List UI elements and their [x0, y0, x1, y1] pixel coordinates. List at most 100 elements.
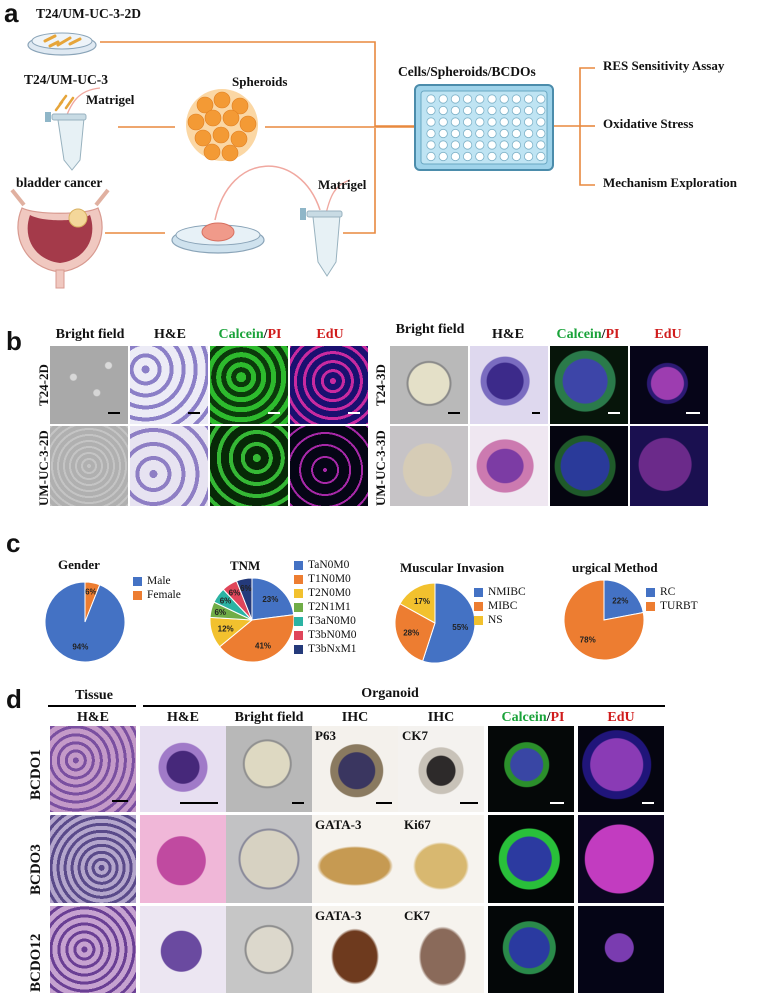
d-bcdo1-edu — [578, 726, 664, 812]
legend-item: TaN0M0 — [294, 559, 357, 571]
b-umuc3-2d-bright — [50, 426, 128, 506]
d-header-bright: Bright field — [234, 710, 304, 725]
pie-data-label: 22% — [612, 596, 628, 605]
b-umuc3-3d-calcein — [550, 426, 628, 506]
b-t24-3d-edu — [630, 346, 708, 424]
d-bcdo1-ihc-1: P63 — [312, 726, 398, 812]
ihc-marker-label: Ki67 — [404, 817, 431, 832]
d-bcdo3-ihc-2: Ki67 — [398, 815, 484, 903]
pie-surgical-title: urgical Method — [572, 560, 658, 575]
b-umuc3-2d-he — [130, 426, 208, 506]
pie-data-label: 17% — [414, 597, 430, 606]
label-spheroids: Spheroids — [232, 74, 288, 89]
label-plate-title: Cells/Spheroids/BCDOs — [398, 64, 536, 79]
pie-tnm-title: TNM — [230, 558, 261, 573]
petri-dish-tissue-icon — [171, 222, 265, 254]
pie-data-label: 12% — [218, 625, 234, 634]
d-bcdo12-ihc-1: GATA-3 — [312, 906, 398, 993]
b-t24-3d-bright — [390, 346, 468, 424]
outcome-mechanism: Mechanism Exploration — [603, 175, 737, 190]
d-bcdo3-ihc-1: GATA-3 — [312, 815, 398, 903]
pie-slice — [399, 582, 436, 624]
d-tissue-underline — [48, 705, 136, 707]
pie-0: 6% 94% — [44, 581, 126, 663]
pie-slice — [422, 582, 476, 664]
line-tube2-to-plate — [343, 128, 376, 234]
d-header-he-tissue: H&E — [77, 710, 109, 725]
d-bcdo3-he — [140, 815, 226, 903]
legend-item: T2N0M0 — [294, 587, 357, 599]
b-umuc3-3d-bright — [390, 426, 468, 506]
legend-gender: Male Female — [133, 575, 181, 603]
d-bcdo1-calcein — [488, 726, 574, 812]
pie-data-label: 55% — [452, 623, 468, 632]
pie-data-label: 6% — [214, 608, 226, 617]
bladder-icon — [10, 188, 110, 289]
pi-label: PI — [267, 327, 282, 342]
legend-item: NMIBC — [474, 586, 526, 598]
b-t24-2d-bright — [50, 346, 128, 424]
d-header-organoid: Organoid — [361, 686, 419, 701]
d-row-label-bcdo3: BCDO3 — [28, 844, 44, 895]
d-bcdo12-tissue-he — [50, 906, 136, 993]
pie-1: 23%41%12%6%6%6%6% — [209, 577, 295, 663]
d-header-ihc-2: IHC — [427, 710, 455, 725]
d-row-label-bcdo12: BCDO12 — [28, 933, 44, 992]
d-bcdo3-edu — [578, 815, 664, 903]
b-t24-2d-edu — [290, 346, 368, 424]
cell-sparks-icon — [54, 94, 75, 112]
b-right-header-bright: Bright field — [395, 322, 465, 337]
pie-data-label: 6% — [85, 587, 97, 596]
b-left-header-he: H&E — [154, 327, 186, 342]
d-header-he-organoid: H&E — [167, 710, 199, 725]
label-matrigel-1: Matrigel — [86, 92, 135, 107]
d-bcdo12-bright — [226, 906, 312, 993]
b-left-header-calcein-pi: Calcein/PI — [218, 327, 282, 342]
label-t24-2d: T24/UM-UC-3-2D — [36, 6, 141, 21]
b-t24-2d-calcein — [210, 346, 288, 424]
d-bcdo3-tissue-he — [50, 815, 136, 903]
b-t24-2d-he — [130, 346, 208, 424]
pie-charts: 6%94%23%41%12%6%6%6%6%55%28%17%22%78% — [44, 577, 645, 664]
d-bcdo3-calcein — [488, 815, 574, 903]
b-row-label-t24-3d: T24-3D — [373, 364, 388, 406]
outcome-res-sensitivity: RES Sensitivity Assay — [603, 58, 725, 73]
tube-1-icon — [45, 112, 87, 171]
b-umuc3-2d-calcein — [210, 426, 288, 506]
d-bcdo12-edu — [578, 906, 664, 993]
d-header-ihc-1: IHC — [341, 710, 369, 725]
legend-muscular: NMIBC MIBC NS — [474, 586, 526, 628]
b-umuc3-3d-he — [470, 426, 548, 506]
ihc-marker-label: CK7 — [404, 908, 430, 923]
b-right-header-edu: EdU — [654, 327, 682, 342]
ihc-marker-label: P63 — [315, 728, 336, 743]
pie-slice — [603, 579, 644, 621]
pie-gender-title: Gender — [58, 557, 100, 572]
d-bcdo1-bright — [226, 726, 312, 812]
pie-data-label: 6% — [229, 588, 241, 597]
ihc-marker-label: GATA-3 — [315, 908, 362, 923]
panel-b-letter: b — [6, 326, 22, 356]
pie-2: 55%28%17% — [394, 582, 476, 664]
outcome-oxidative-stress: Oxidative Stress — [603, 116, 694, 131]
pie-slice — [235, 577, 253, 621]
pie-3: 22%78% — [563, 579, 645, 661]
legend-item: Male — [133, 575, 181, 587]
b-umuc3-3d-edu — [630, 426, 708, 506]
pie-data-label: 94% — [72, 642, 88, 651]
legend-item: T1N0M0 — [294, 573, 357, 585]
tube-2-icon — [300, 208, 343, 277]
label-bladder-cancer: bladder cancer — [16, 175, 103, 190]
d-header-calcein-pi: Calcein/PI — [501, 710, 565, 725]
b-t24-3d-calcein — [550, 346, 628, 424]
pie-muscular-title: Muscular Invasion — [400, 560, 505, 575]
legend-item: T3bN0M0 — [294, 629, 357, 641]
line-2d-to-plate — [100, 41, 415, 127]
b-row-label-umuc3-3d: UM-UC-3-3D — [373, 430, 388, 506]
pie-slice — [251, 577, 295, 621]
legend-item: T2N1M1 — [294, 601, 357, 613]
legend-item: T3bNxM1 — [294, 643, 357, 655]
ihc-marker-label: GATA-3 — [315, 817, 362, 832]
d-bcdo3-bright — [226, 815, 312, 903]
legend-item: TURBT — [646, 600, 698, 612]
